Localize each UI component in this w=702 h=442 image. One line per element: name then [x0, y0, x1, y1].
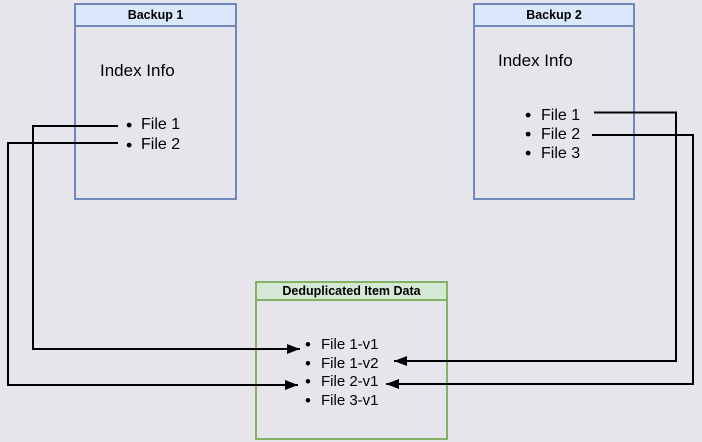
backup1-title: Backup 1: [76, 5, 235, 27]
backup2-file-list: File 1 File 2 File 3: [525, 106, 580, 163]
backup2-box: Backup 2 Index Info File 1 File 2 File 3: [473, 3, 635, 200]
backup1-index-info-label: Index Info: [100, 61, 175, 80]
dedup-item-file3-v1: File 3-v1: [305, 392, 379, 411]
dedup-item-file1-v1: File 1-v1: [305, 336, 379, 355]
backup2-title: Backup 2: [475, 5, 633, 27]
backup1-box: Backup 1 Index Info File 1 File 2: [74, 3, 237, 200]
backup1-file-list: File 1 File 2: [126, 115, 180, 155]
dedup-item-file1-v2: File 1-v2: [305, 355, 379, 374]
dedup-title: Deduplicated Item Data: [257, 283, 446, 301]
backup1-file-1: File 1: [126, 115, 180, 135]
dedup-item-file2-v1: File 2-v1: [305, 373, 379, 392]
dedup-item-list: File 1-v1 File 1-v2 File 2-v1 File 3-v1: [305, 336, 379, 410]
backup2-file-1: File 1: [525, 106, 580, 125]
backup2-file-2: File 2: [525, 125, 580, 144]
dedup-box: Deduplicated Item Data File 1-v1 File 1-…: [255, 281, 448, 440]
backup2-index-info-label: Index Info: [498, 51, 573, 70]
backup1-file-2: File 2: [126, 135, 180, 155]
backup2-file-3: File 3: [525, 144, 580, 163]
